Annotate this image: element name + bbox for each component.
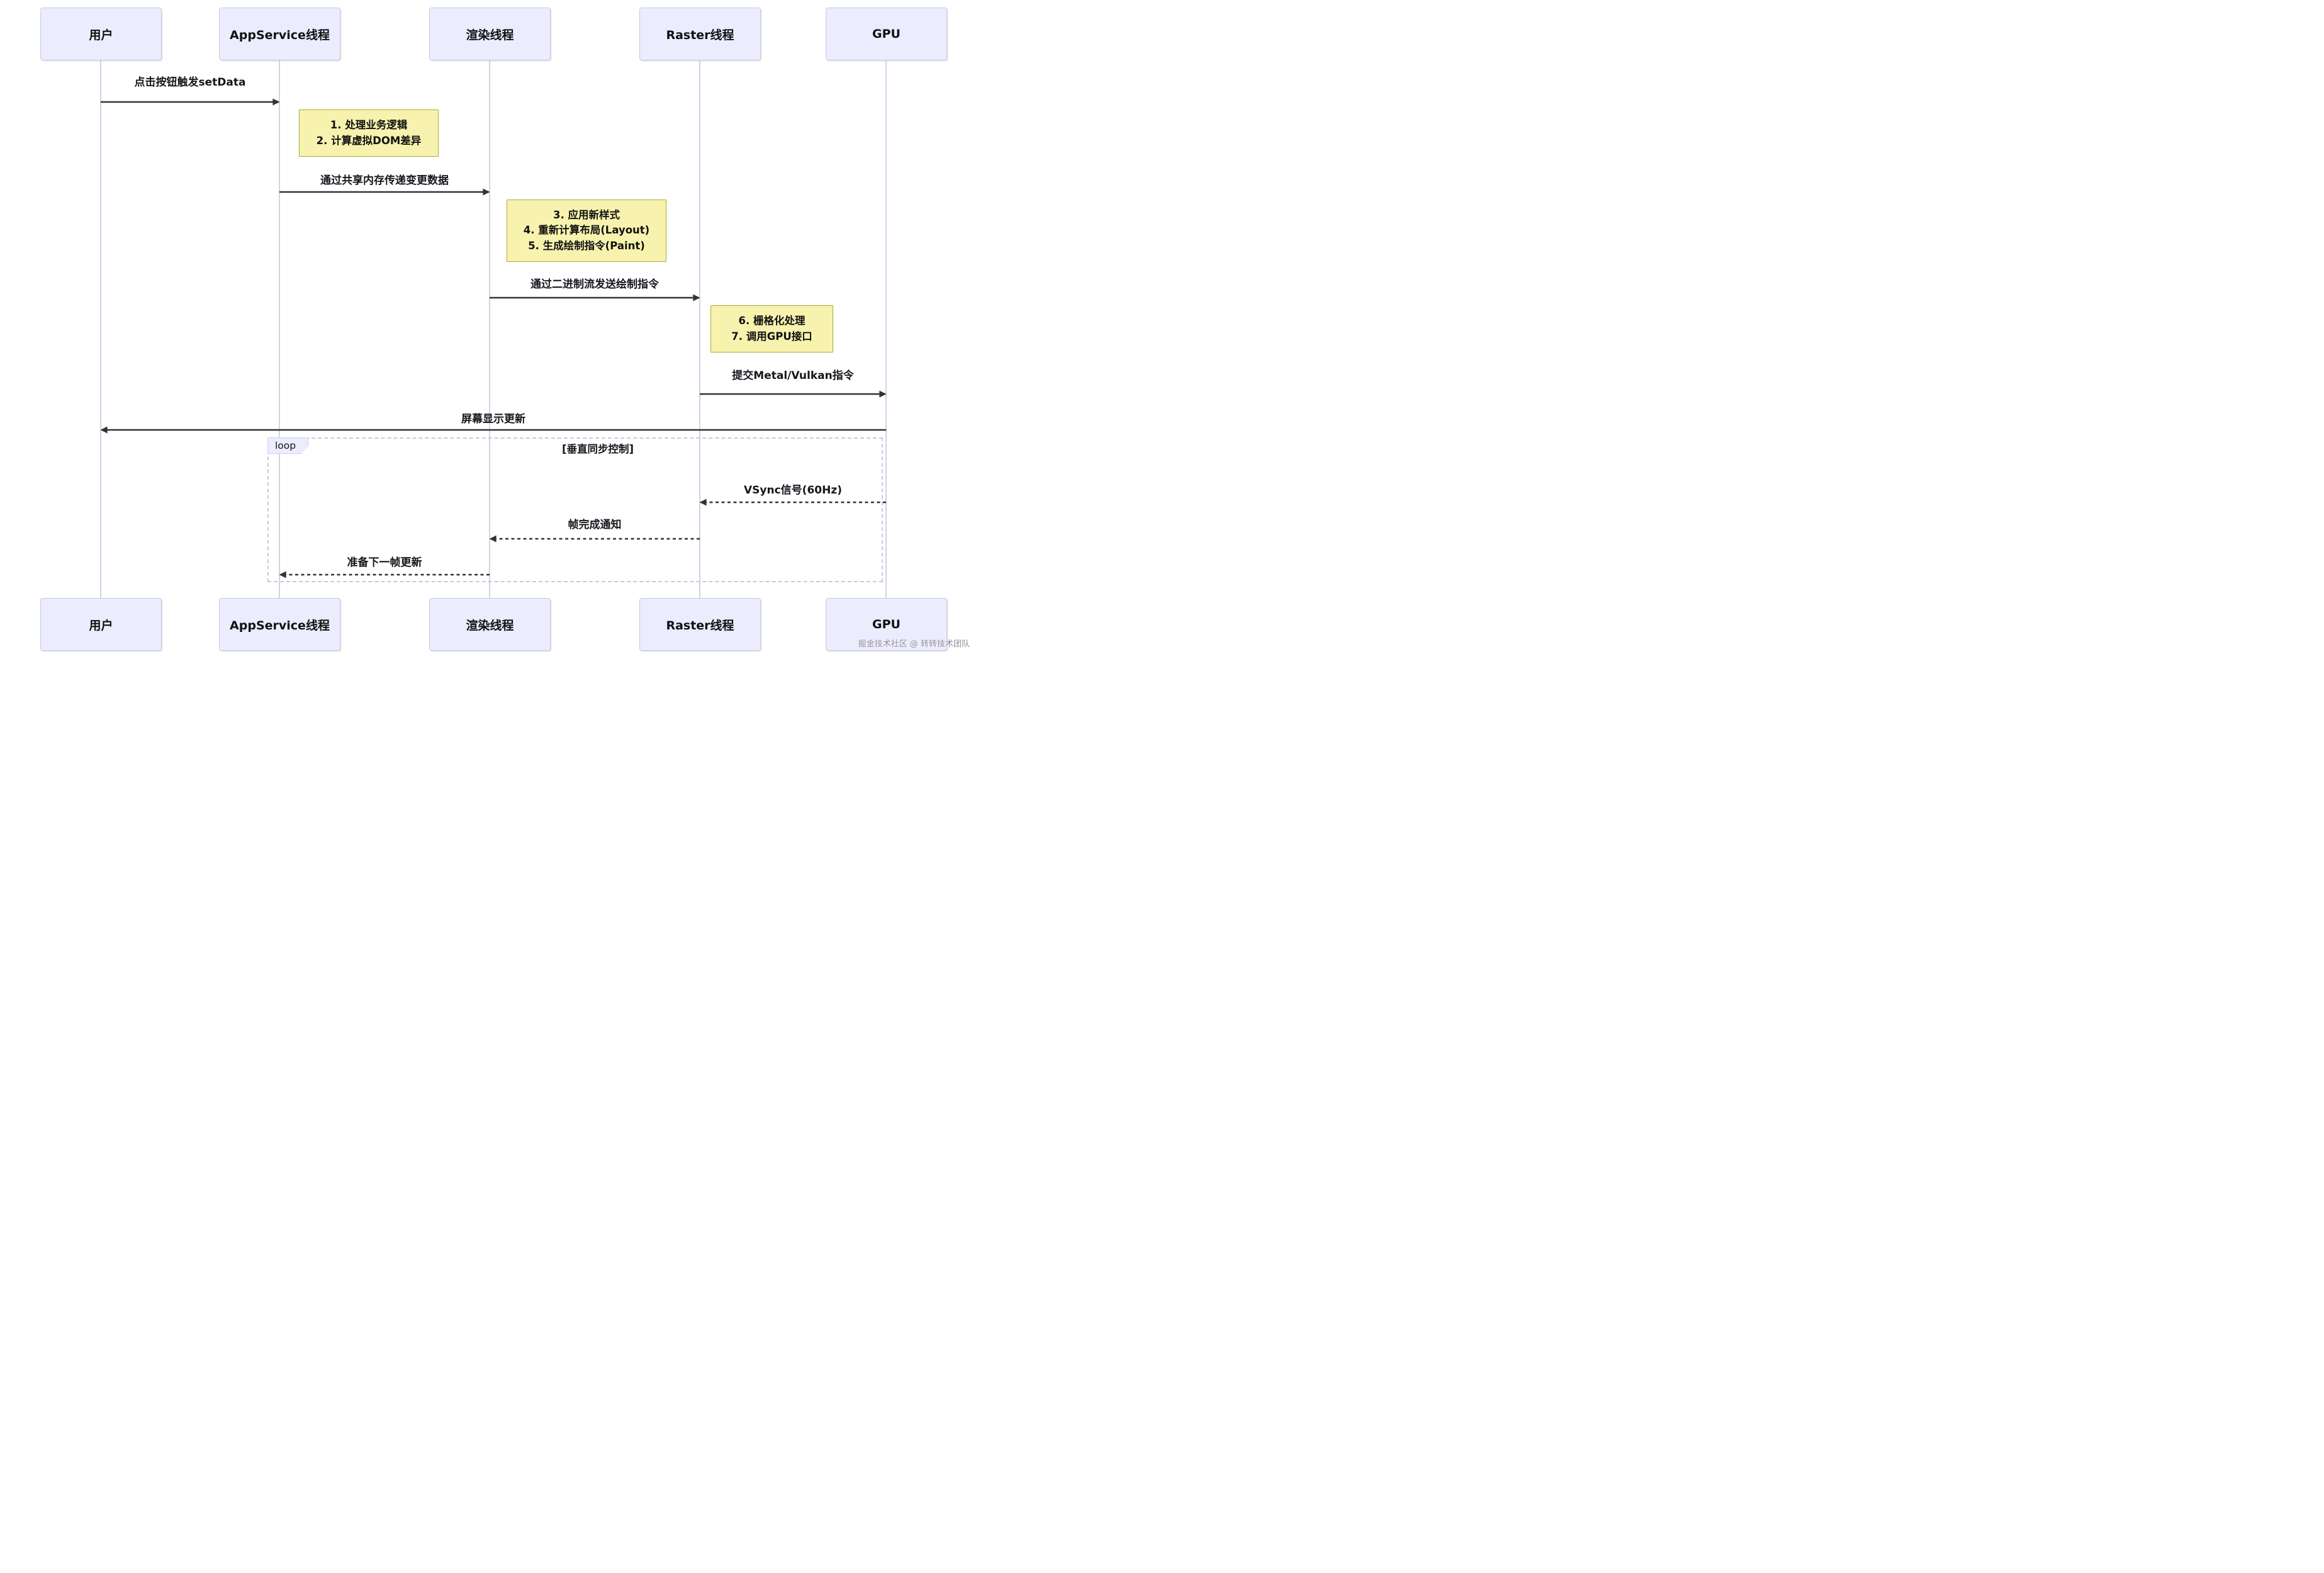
actor-label: 用户 [89, 28, 113, 42]
sequence-diagram: 用户 AppService线程 渲染线程 Raster线程 GPU 点击按钮触发… [0, 0, 974, 659]
message-label-binary-stream: 通过二进制流发送绘制指令 [530, 278, 659, 291]
actor-bottom-render: 渲染线程 [429, 598, 551, 651]
loop-frame: loop [垂直同步控制] [267, 437, 883, 582]
actor-bottom-appservice: AppService线程 [219, 598, 340, 651]
message-label-frame-done: 帧完成通知 [568, 519, 622, 531]
note-appservice-steps: 1. 处理业务逻辑 2. 计算虚拟DOM差异 [299, 110, 439, 157]
message-label-next-frame: 准备下一帧更新 [347, 556, 422, 569]
actor-label: Raster线程 [666, 28, 734, 42]
actor-top-render: 渲染线程 [429, 8, 551, 60]
loop-label: loop [275, 440, 296, 451]
lifeline-appservice [279, 59, 280, 598]
actor-label: 渲染线程 [466, 618, 514, 633]
note-render-steps: 3. 应用新样式 4. 重新计算布局(Layout) 5. 生成绘制指令(Pai… [507, 200, 666, 262]
lifeline-gpu [885, 59, 887, 598]
note-line: 2. 计算虚拟DOM差异 [316, 134, 422, 147]
actor-label: 用户 [89, 618, 113, 633]
actor-bottom-gpu: GPU [826, 598, 947, 651]
actor-top-appservice: AppService线程 [219, 8, 340, 60]
note-line: 7. 调用GPU接口 [731, 330, 812, 342]
note-line: 3. 应用新样式 [553, 208, 620, 221]
loop-label-tab: loop [267, 437, 308, 454]
actor-label: GPU [872, 27, 901, 41]
actor-label: Raster线程 [666, 618, 734, 633]
message-label-setdata: 点击按钮触发setData [134, 76, 246, 89]
watermark: 掘金技术社区 @ 转转技术团队 [858, 640, 970, 649]
actor-top-user: 用户 [40, 8, 162, 60]
actor-label: AppService线程 [230, 618, 330, 633]
loop-title: [垂直同步控制] [561, 443, 634, 455]
note-line: 6. 栅格化处理 [738, 315, 806, 327]
actor-top-raster: Raster线程 [639, 8, 761, 60]
note-line: 1. 处理业务逻辑 [330, 119, 408, 132]
message-label-metal-vulkan: 提交Metal/Vulkan指令 [732, 369, 854, 382]
lifeline-user [100, 59, 101, 598]
actor-top-gpu: GPU [826, 8, 947, 60]
note-raster-steps: 6. 栅格化处理 7. 调用GPU接口 [710, 305, 833, 352]
message-label-vsync: VSync信号(60Hz) [744, 484, 842, 497]
lifeline-raster [699, 59, 700, 598]
actor-label: AppService线程 [230, 28, 330, 42]
message-label-screen-update: 屏幕显示更新 [461, 413, 525, 426]
actor-bottom-raster: Raster线程 [639, 598, 761, 651]
note-line: 5. 生成绘制指令(Paint) [528, 239, 645, 252]
actor-label: GPU [872, 617, 901, 631]
note-line: 4. 重新计算布局(Layout) [523, 224, 650, 237]
lifeline-render [489, 59, 490, 598]
actor-label: 渲染线程 [466, 28, 514, 42]
actor-bottom-user: 用户 [40, 598, 162, 651]
message-label-shared-memory: 通过共享内存传递变更数据 [320, 174, 449, 187]
